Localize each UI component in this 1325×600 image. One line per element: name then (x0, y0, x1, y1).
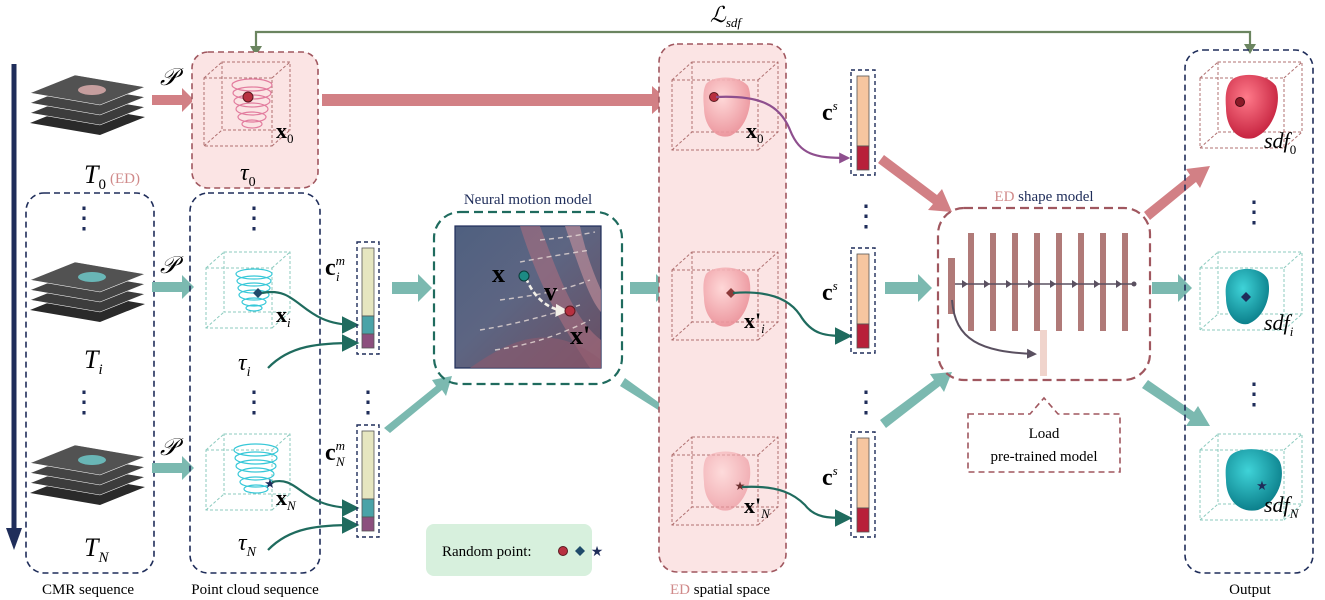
output-label: Output (1229, 582, 1272, 598)
pointcloud-sequence-box (189, 192, 321, 574)
output-heart-0 (1225, 74, 1278, 139)
ed-heart-n (703, 451, 751, 511)
tau-label-tn: τN (238, 530, 257, 560)
motion-label-v: v (544, 277, 557, 306)
ed-point-n: ★ (735, 479, 746, 493)
code-label-cs-n: cs (822, 463, 838, 491)
ed-shape-model-title: ED shape model (994, 189, 1093, 205)
pointcloud-cube-t0 (203, 61, 291, 147)
load-label-line2: pre-trained model (990, 449, 1097, 465)
shape-code-bar-n (850, 431, 876, 538)
code-label-cs-i: cs (822, 278, 838, 306)
loss-bracket: ℒsdf (250, 2, 1256, 56)
shape-output-arrow-i (1152, 274, 1192, 302)
time-axis (6, 64, 22, 550)
ed-heart-i (703, 267, 751, 327)
projection-label-ti: 𝒫 (160, 253, 184, 279)
frame-label-t0: T0(ED) (84, 160, 140, 193)
shape-input-arrow-i (885, 274, 932, 302)
cmr-sequence-box (25, 192, 155, 574)
legend-diamond-icon (575, 546, 585, 556)
ed-point-i (726, 288, 736, 298)
random-point-x0 (242, 91, 254, 103)
load-pretrained-callout: Load pre-trained model (967, 396, 1121, 473)
output-heart-n (1225, 449, 1282, 511)
cmr-stack-tn (28, 444, 147, 505)
point-cloud-coil-tn (233, 443, 279, 494)
pointcloud-cube-tn (205, 433, 291, 511)
shape-output-arrow-n (1142, 380, 1210, 426)
motion-field-panel (454, 225, 602, 369)
motion-label-x-prime: x' (570, 321, 590, 350)
motion-code-bar-i (356, 241, 380, 355)
ellipsis-cs-1: ⋮ (851, 200, 881, 233)
output-label-sdfn: sdfN (1264, 492, 1300, 521)
ellipsis-cs-2: ⋮ (851, 386, 881, 419)
ellipsis-pc-2: ⋮ (239, 386, 269, 419)
cmr-sequence-label: CMR sequence (42, 582, 134, 598)
ellipsis-pc-1: ⋮ (239, 202, 269, 235)
output-label-sdf0: sdf0 (1264, 128, 1296, 157)
shape-model-network (948, 233, 1137, 376)
frame-label-tn: TN (84, 533, 109, 566)
shape-output-arrow-0 (1144, 166, 1210, 220)
ed-spatial-space-label: ED spatial space (670, 582, 770, 598)
ed-shape-model-box (936, 206, 1152, 382)
cmr-stack-ti (28, 261, 147, 322)
output-point-i (1241, 292, 1251, 302)
ed-point-label-0: x0 (746, 118, 764, 146)
loss-label: ℒsdf (710, 2, 743, 30)
ed-point-label-i: x'i (744, 308, 765, 336)
motion-code-bar-n (356, 424, 380, 538)
legend-star-icon: ★ (591, 545, 604, 560)
projection-label-t0: 𝒫 (160, 65, 184, 91)
ed-forward-arrow (322, 86, 668, 114)
point-label-xn: xN (276, 485, 297, 513)
random-point-xn: ★ (264, 476, 276, 491)
point-label-x0: x0 (276, 118, 294, 146)
point-label-xi: xi (276, 302, 291, 330)
ellipsis-out-2: ⋮ (1239, 378, 1269, 411)
ellipsis-cmr-2: ⋮ (69, 386, 99, 419)
projection-label-tn: 𝒫 (160, 435, 184, 461)
legend-label: Random point: (442, 544, 532, 560)
tau-label-ti: τi (238, 350, 251, 380)
random-point-xi (253, 288, 263, 298)
projection-arrows: 𝒫 𝒫 𝒫 (152, 65, 194, 480)
pointcloud-sequence-label: Point cloud sequence (191, 582, 319, 598)
motion-label-x: x (492, 259, 505, 288)
cmr-stack-t0 (28, 74, 147, 135)
pointcloud-cube-ti (205, 251, 291, 329)
tau-label-t0: τ0 (240, 160, 256, 190)
ed-to-code-links (715, 95, 853, 527)
legend-circle-icon (558, 546, 568, 556)
output-box (1184, 49, 1314, 574)
shape-code-bar-i (850, 247, 876, 354)
output-point-0 (1235, 97, 1245, 107)
ellipsis-out-1: ⋮ (1239, 196, 1269, 229)
ellipsis-code: ⋮ (353, 386, 383, 419)
motion-input-arrow-i (392, 274, 432, 302)
shape-input-arrow-n (880, 372, 952, 428)
code-label-cs-0: cs (822, 98, 838, 126)
random-point-legend: Random point: ★ (426, 524, 603, 576)
motion-input-arrow-n (384, 376, 452, 433)
shape-input-arrow-0 (878, 155, 952, 212)
point-to-code-links (261, 290, 360, 551)
point-cloud-coil-ti (235, 268, 273, 312)
output-point-n: ★ (1256, 478, 1268, 493)
shape-code-bar-0 (850, 69, 876, 176)
neural-motion-model-title: Neural motion model (464, 192, 592, 208)
output-label-sdfi: sdfi (1264, 310, 1294, 339)
output-cube-i (1199, 251, 1303, 331)
ellipsis-cmr-1: ⋮ (69, 202, 99, 235)
load-label-line1: Load (1029, 426, 1060, 442)
ed-point-label-n: x'N (744, 493, 771, 521)
frame-label-ti: Ti (84, 345, 103, 378)
